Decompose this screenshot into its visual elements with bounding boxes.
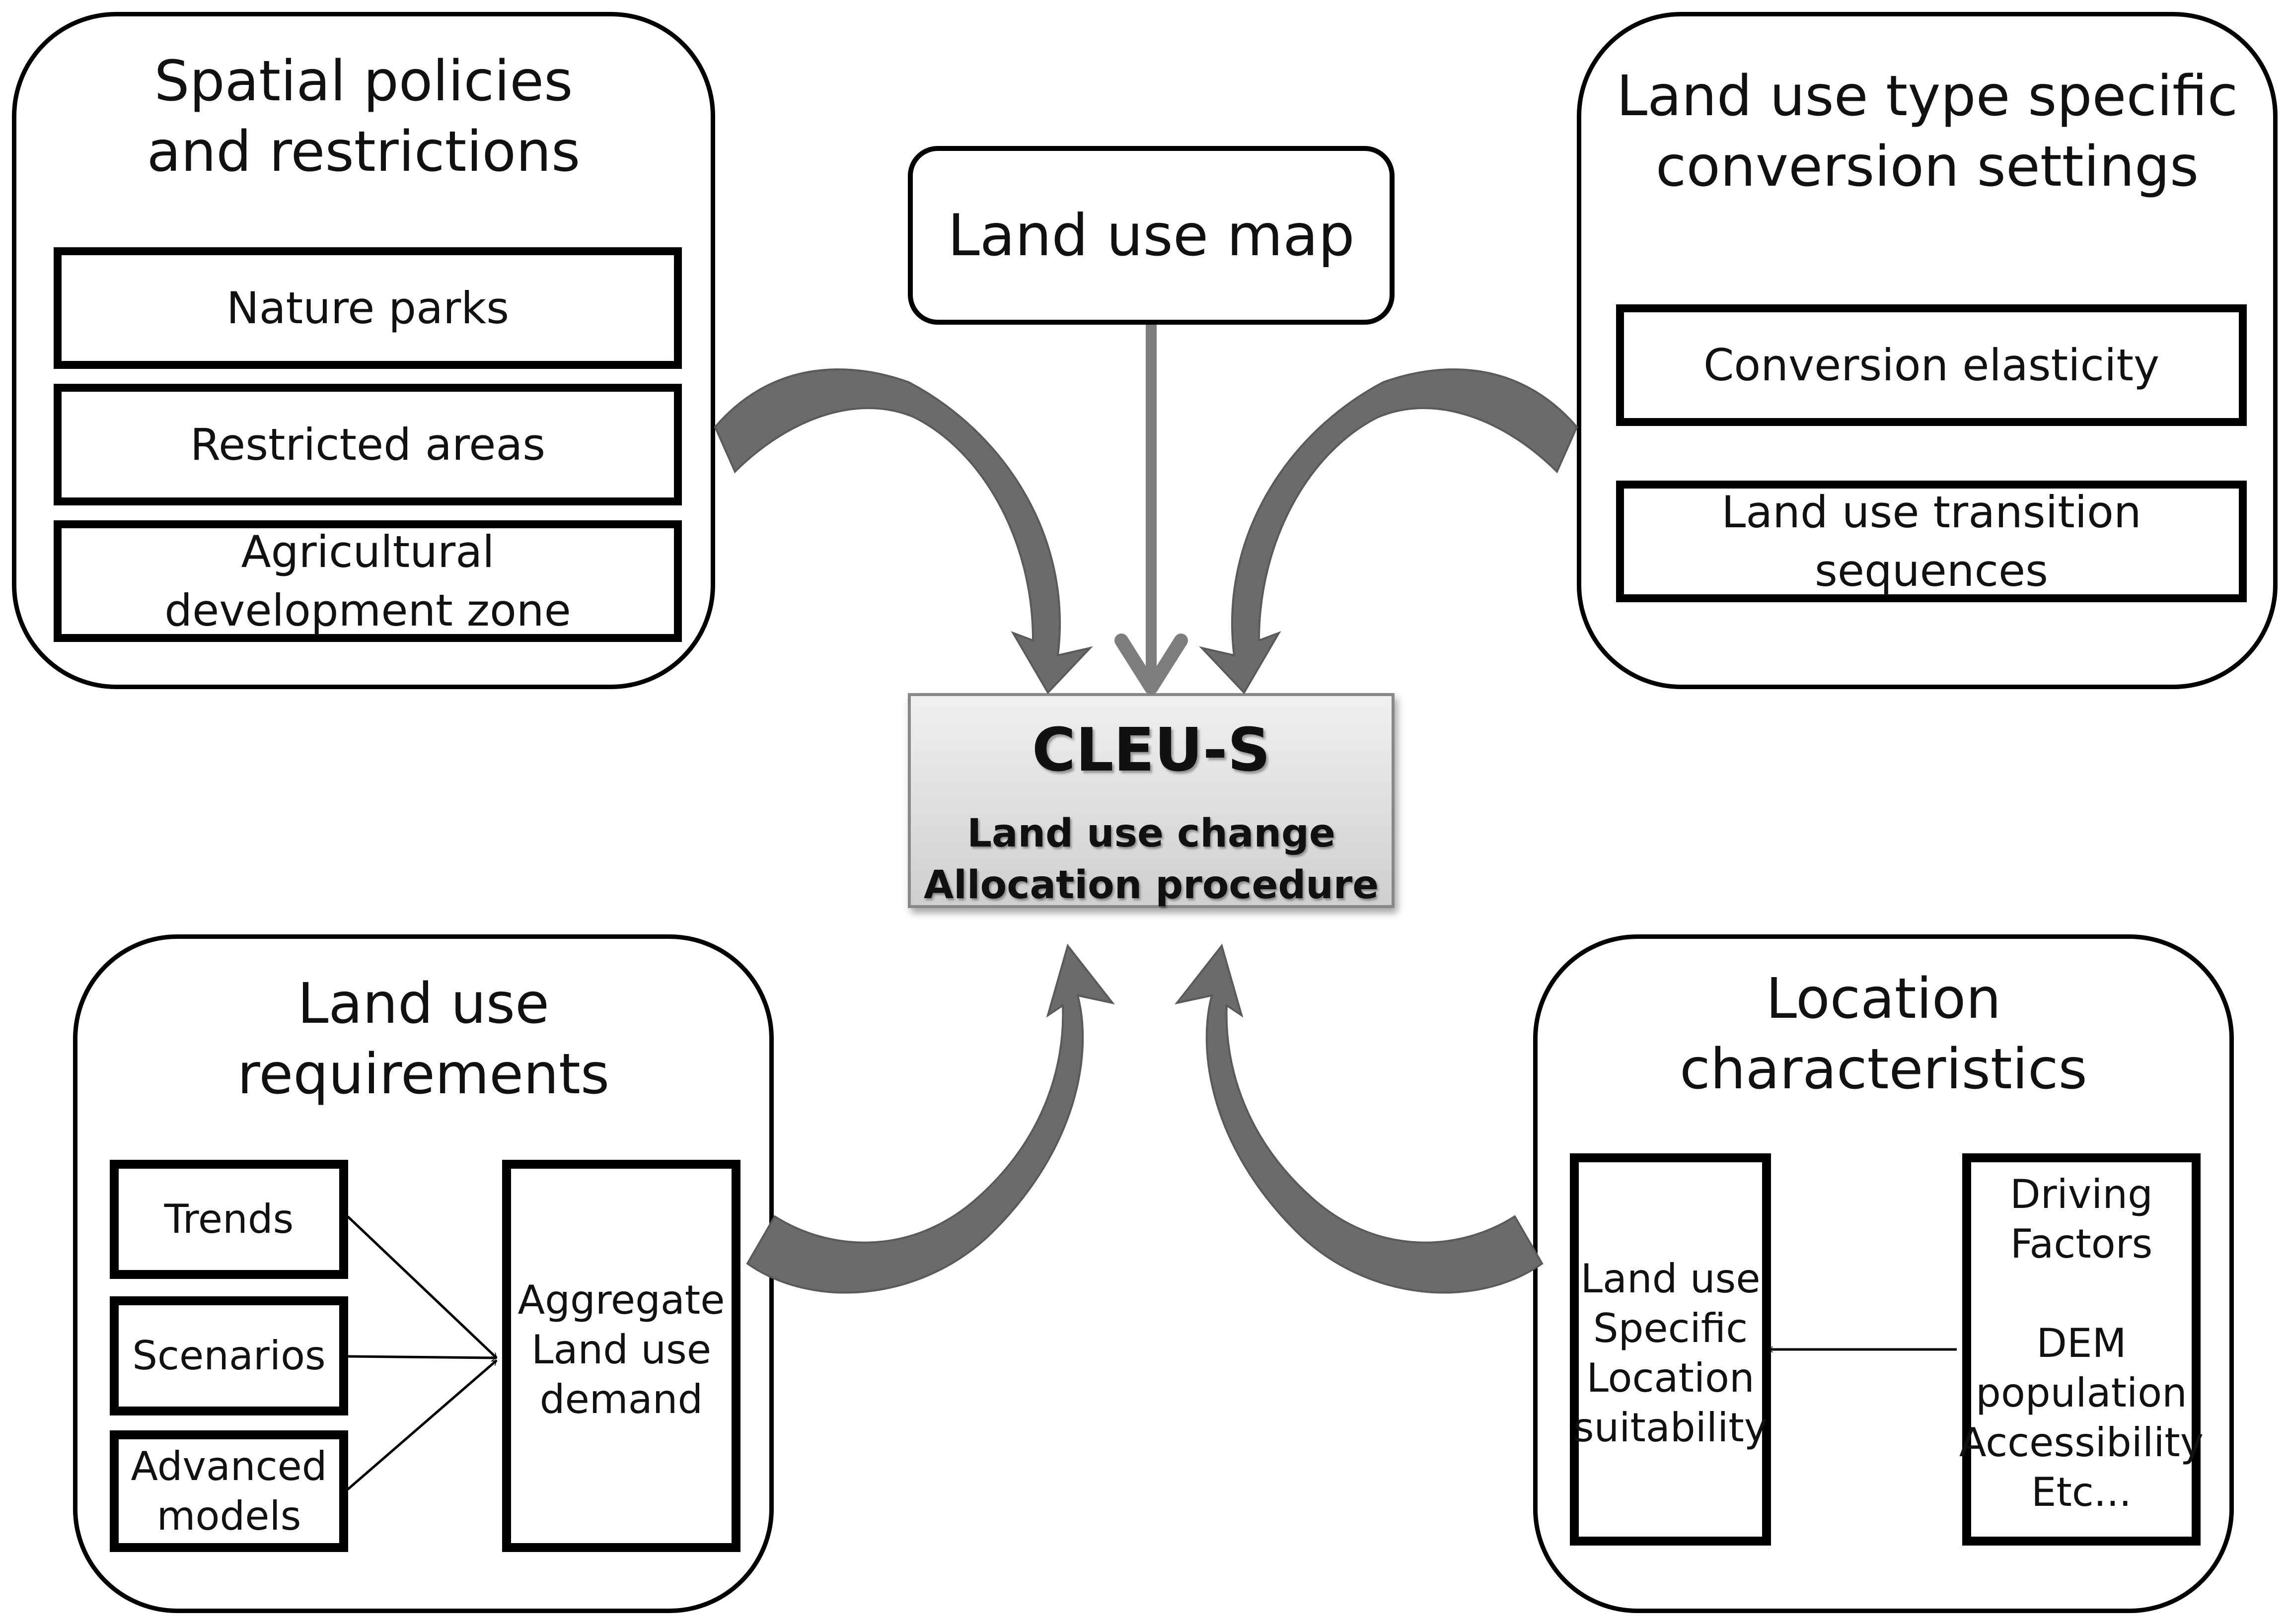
spatial-policies-title: Spatial policies and restrictions <box>147 49 581 184</box>
nature-parks-box: Nature parks <box>54 247 682 369</box>
land-use-requirements-title: Land use requirements <box>237 972 610 1107</box>
land-use-requirements-container: Land use requirements Trends Scenarios A… <box>73 934 774 1613</box>
advanced-models-box: Advanced models <box>110 1430 348 1552</box>
advanced-to-aggregate-arrow <box>347 1359 498 1490</box>
trends-box: Trends <box>110 1160 348 1279</box>
restricted-areas-box: Restricted areas <box>54 384 682 505</box>
agricultural-zone-box: Agricultural development zone <box>54 520 682 642</box>
trends-to-aggregate-arrow <box>347 1215 498 1359</box>
aggregate-demand-box: Aggregate Land use demand <box>502 1160 740 1552</box>
location-characteristics-container: Location characteristics Land use Specif… <box>1533 934 2234 1613</box>
conversion-settings-curved-arrow <box>1199 368 1578 695</box>
cleus-box: CLEU-S Land use change Allocation proced… <box>908 693 1395 908</box>
cleus-subtitle: Land use change Allocation procedure <box>923 811 1379 908</box>
land-use-map-label: Land use map <box>948 202 1355 269</box>
conversion-elasticity-box: Conversion elasticity <box>1616 304 2247 426</box>
transition-sequences-box: Land use transition sequences <box>1616 481 2247 602</box>
suitability-box: Land use Specific Location suitability <box>1570 1153 1771 1546</box>
location-curved-arrow <box>1175 943 1544 1294</box>
land-use-map-box: Land use map <box>908 146 1395 325</box>
scenarios-to-aggregate-arrow <box>347 1356 497 1358</box>
scenarios-box: Scenarios <box>110 1296 348 1415</box>
cleus-title: CLEU-S <box>1032 716 1271 785</box>
conversion-settings-container: Land use type specific conversion settin… <box>1577 12 2278 689</box>
driving-factors-box: Driving Factors DEM population Accessibi… <box>1959 1153 2204 1546</box>
spatial-policies-curved-arrow <box>714 368 1093 695</box>
location-characteristics-title: Location characteristics <box>1680 967 2087 1102</box>
requirements-curved-arrow <box>746 943 1115 1294</box>
spatial-policies-container: Spatial policies and restrictions Nature… <box>12 12 715 689</box>
conversion-settings-title: Land use type specific conversion settin… <box>1616 64 2238 199</box>
map-to-cleus-arrow <box>1114 325 1188 695</box>
